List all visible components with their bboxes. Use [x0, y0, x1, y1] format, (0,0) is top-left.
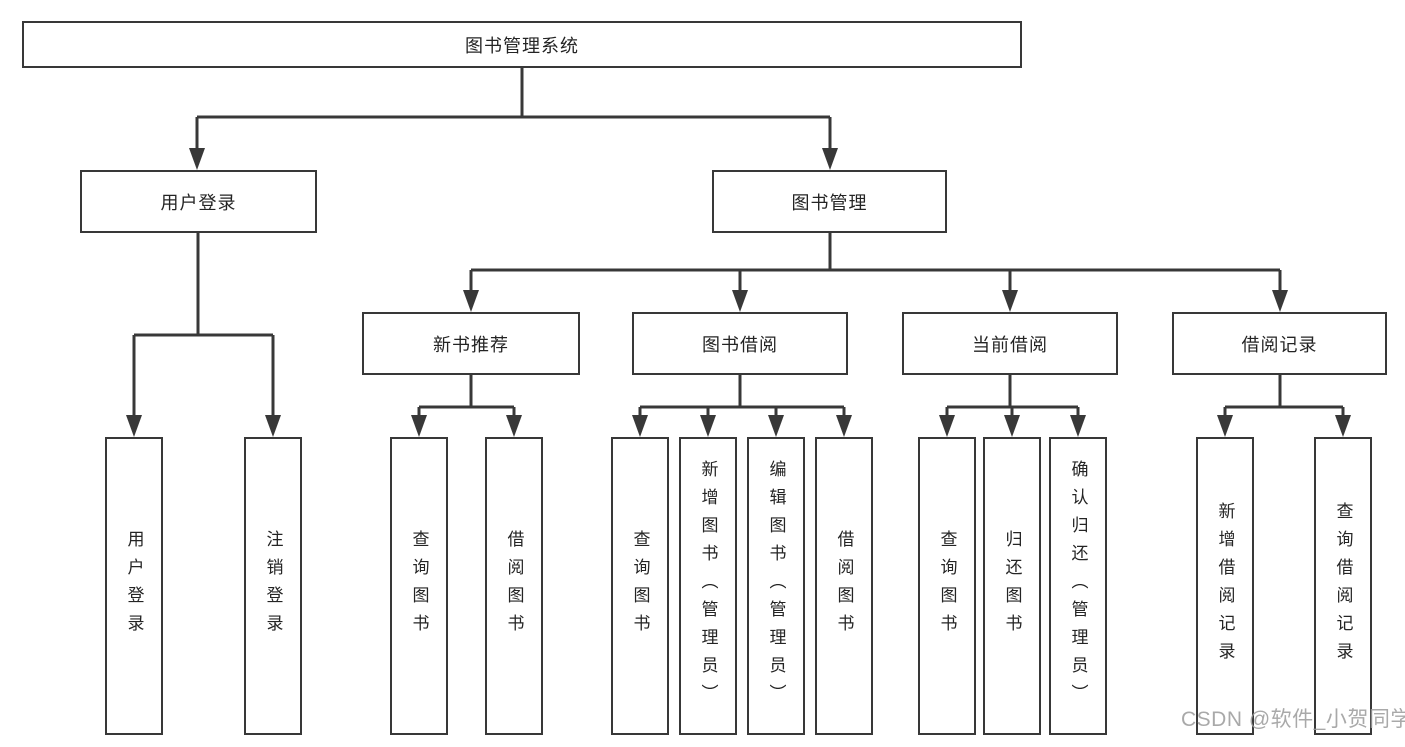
node-leaf-add-borrow-record: 新增借阅记录: [1196, 437, 1254, 735]
arrow-head: [265, 415, 281, 437]
node-leaf-query-books-borrow-label: 查询图书: [630, 530, 650, 642]
node-leaf-borrow-books-recommend-label: 借阅图书: [504, 530, 524, 642]
arrow-head: [1217, 415, 1233, 437]
node-leaf-query-borrow-record: 查询借阅记录: [1314, 437, 1372, 735]
node-new-book-recommend: 新书推荐: [362, 312, 580, 375]
arrow-head: [463, 290, 479, 312]
arrow-head: [732, 290, 748, 312]
node-borrow-records-label: 借阅记录: [1241, 334, 1318, 355]
node-leaf-borrow-books-recommend: 借阅图书: [485, 437, 543, 735]
node-leaf-return-books: 归还图书: [983, 437, 1041, 735]
node-leaf-query-borrow-record-label: 查询借阅记录: [1333, 502, 1353, 670]
arrow-head: [1004, 415, 1020, 437]
arrow-head: [126, 415, 142, 437]
node-borrow-records: 借阅记录: [1172, 312, 1387, 375]
node-leaf-add-books-admin: 新增图书（管理员）: [679, 437, 737, 735]
arrow-heads: [126, 148, 1351, 437]
node-leaf-query-books-current-label: 查询图书: [937, 530, 957, 642]
arrow-head: [939, 415, 955, 437]
arrow-head: [1272, 290, 1288, 312]
node-leaf-query-books-recommend: 查询图书: [390, 437, 448, 735]
node-leaf-edit-books-admin: 编辑图书（管理员）: [747, 437, 805, 735]
node-current-borrow: 当前借阅: [902, 312, 1118, 375]
node-book-borrow-label: 图书借阅: [702, 334, 778, 355]
node-leaf-confirm-return-admin-label: 确认归还（管理员）: [1068, 460, 1088, 712]
arrow-head: [700, 415, 716, 437]
node-book-management-label: 图书管理: [791, 192, 868, 213]
arrow-head: [1002, 290, 1018, 312]
arrow-head: [836, 415, 852, 437]
arrow-head: [768, 415, 784, 437]
arrow-head: [1070, 415, 1086, 437]
node-new-book-recommend-label: 新书推荐: [433, 334, 509, 355]
node-leaf-logout: 注销登录: [244, 437, 302, 735]
node-leaf-edit-books-admin-label: 编辑图书（管理员）: [766, 460, 786, 712]
node-leaf-user-login-label: 用户登录: [124, 530, 144, 642]
arrow-head: [411, 415, 427, 437]
node-leaf-borrow-books: 借阅图书: [815, 437, 873, 735]
arrow-head: [632, 415, 648, 437]
node-book-management: 图书管理: [712, 170, 947, 233]
node-leaf-user-login: 用户登录: [105, 437, 163, 735]
node-root: 图书管理系统: [22, 21, 1022, 68]
node-leaf-add-books-admin-label: 新增图书（管理员）: [698, 460, 718, 712]
node-leaf-query-books-borrow: 查询图书: [611, 437, 669, 735]
node-user-login-label: 用户登录: [160, 192, 237, 213]
node-book-borrow: 图书借阅: [632, 312, 848, 375]
node-leaf-query-books-current: 查询图书: [918, 437, 976, 735]
node-user-login: 用户登录: [80, 170, 317, 233]
node-leaf-return-books-label: 归还图书: [1002, 530, 1022, 642]
node-leaf-query-books-recommend-label: 查询图书: [409, 530, 429, 642]
arrow-head: [1335, 415, 1351, 437]
arrow-head: [506, 415, 522, 437]
node-leaf-confirm-return-admin: 确认归还（管理员）: [1049, 437, 1107, 735]
node-leaf-logout-label: 注销登录: [263, 530, 283, 642]
connector-path: [132, 68, 1345, 419]
node-root-label: 图书管理系统: [465, 35, 579, 56]
arrow-head: [189, 148, 205, 170]
arrow-head: [822, 148, 838, 170]
node-leaf-borrow-books-label: 借阅图书: [834, 530, 854, 642]
watermark: CSDN @软件_小贺同学: [1181, 708, 1405, 731]
node-current-borrow-label: 当前借阅: [972, 334, 1048, 355]
node-leaf-add-borrow-record-label: 新增借阅记录: [1215, 502, 1235, 670]
